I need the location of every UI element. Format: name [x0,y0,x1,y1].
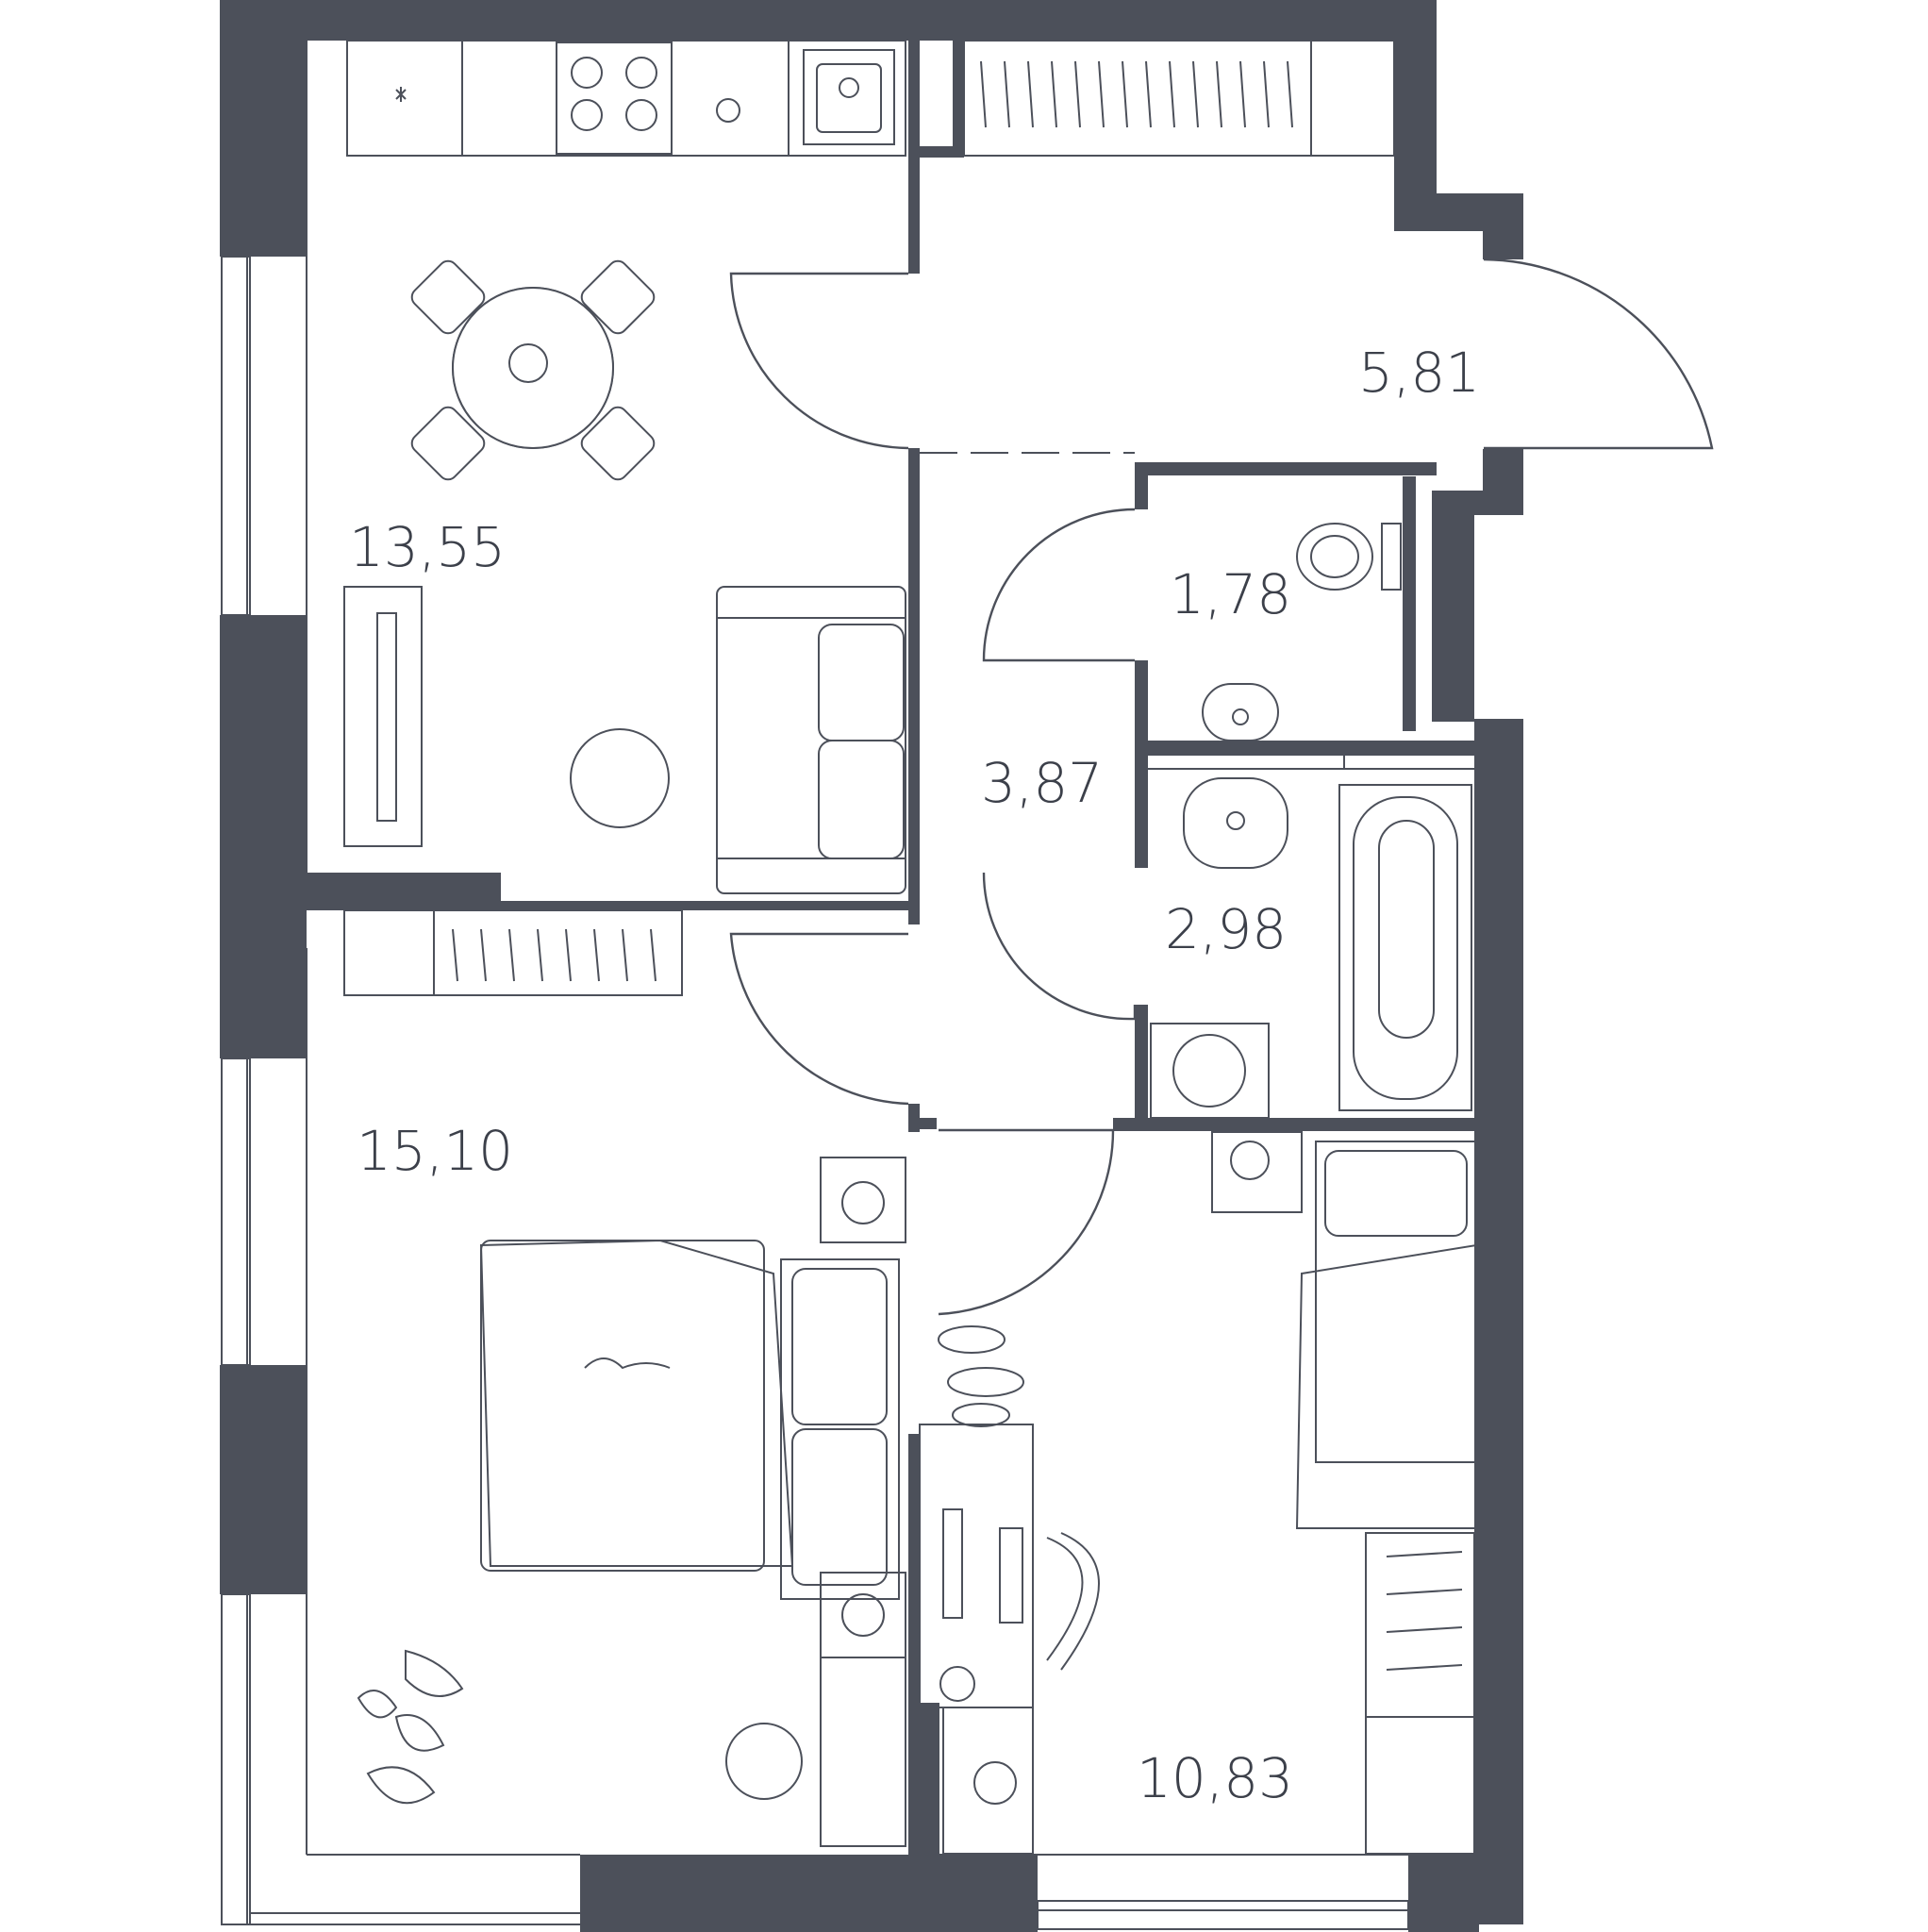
dresser-icon [820,1657,906,1847]
sofa-icon [716,586,906,894]
bathtub-icon [1338,784,1472,1111]
stove-icon [556,42,673,155]
doors [729,258,1714,1316]
wardrobe-hall [963,40,1395,157]
small-sink-icon [1202,683,1279,741]
nightstand-icon [820,1157,906,1658]
toilet-icon [1296,523,1402,591]
nightstand-right [1211,1131,1303,1213]
area-label-bathroom: 2,98 [1165,897,1287,961]
walls [220,0,1523,1932]
area-label-bedroom-right: 10,83 [1137,1746,1293,1810]
chair-icon [1046,1532,1100,1671]
bath-sink-icon [1183,777,1288,869]
bed-icon-right [1295,1141,1477,1529]
area-label-bedroom-left: 15,10 [357,1119,513,1183]
tv-icon [343,586,423,847]
desk-icon [919,1424,1034,1855]
area-label-hallway-entry: 5,81 [1358,341,1480,405]
sink-icon [803,49,895,145]
coffee-table-icon [570,728,670,828]
washing-machine-icon [1150,1023,1270,1119]
bed-icon [479,1239,900,1600]
toys-icon [938,1325,1024,1427]
area-labels: 13,55 5,81 1,78 3,87 2,98 15,10 10,83 [349,341,1480,1810]
wardrobe-right [1365,1532,1475,1855]
rug-icon [725,1723,803,1800]
dining-table-icon [410,259,656,481]
area-label-toilet: 1,78 [1170,562,1291,626]
area-label-corridor: 3,87 [981,751,1103,815]
kitchen-counter [346,40,906,157]
area-label-kitchen-living: 13,55 [349,515,506,579]
plant-icon [357,1649,464,1805]
wardrobe-bedroom [343,909,683,996]
windows [221,256,1409,1930]
